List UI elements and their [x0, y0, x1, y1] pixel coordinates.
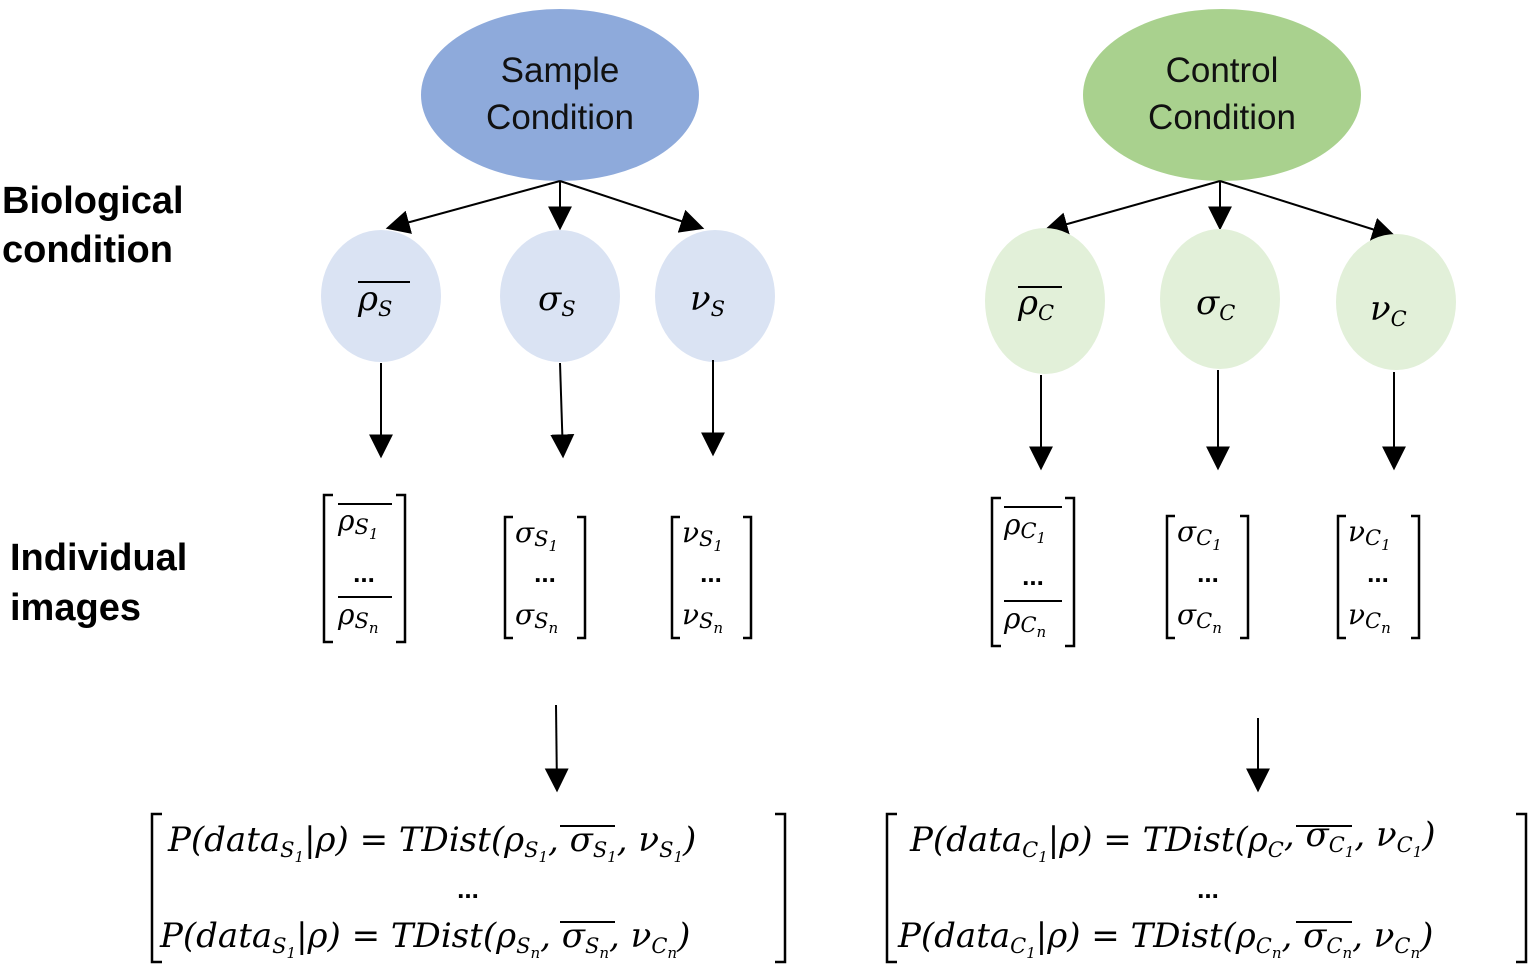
control-sigma-vec-dots: ...: [1197, 558, 1219, 588]
control-nu-label: νC: [1370, 289, 1407, 331]
control-rho-vec-last: ρCn: [1003, 602, 1046, 641]
control-sigma-vec-last: σCn: [1177, 598, 1222, 637]
row-label-images: images: [10, 587, 141, 629]
sample-rho-vec-last: ρSn: [337, 598, 379, 637]
sample-sigma-vec-last: σSn: [515, 598, 558, 637]
control-sigma-vector: σC1 ... σCn: [1165, 514, 1250, 640]
sample-rho-vector: ρS1 ... ρSn: [322, 493, 407, 644]
control-sigma-label: σC: [1196, 283, 1235, 325]
control-rho-label: ρC: [1017, 283, 1054, 325]
row-label-biological: Biological: [2, 180, 184, 222]
row-label-individual: Individual: [10, 537, 187, 579]
control-rho-vector: ρC1 ... ρCn: [990, 496, 1076, 648]
control-sigma-node: [1160, 229, 1280, 369]
sample-likelihood-row-1: P(dataS1|ρ) = TDist(ρS1, σS1, νS1): [167, 820, 696, 866]
sample-likelihood-row-2: P(dataS1|ρ) = TDist(ρSn, σSn, νCn): [159, 916, 690, 962]
control-condition-title-2: Condition: [1148, 98, 1296, 137]
sample-nu-vec-dots: ...: [700, 558, 722, 588]
sample-condition-title-1: Sample: [501, 51, 620, 90]
control-likelihood-row-2: P(dataC1|ρ) = TDist(ρCn, σCn, νCn): [897, 916, 1433, 962]
sample-rho-vec-dots: ...: [353, 558, 375, 588]
sample-sigma-vector: σS1 ... σSn: [503, 515, 587, 640]
control-likelihood-dots: ...: [1197, 874, 1219, 904]
sample-rho-label: ρS: [357, 279, 392, 321]
sample-rho-node: [321, 230, 441, 362]
control-nu-vector: νC1 ... νCn: [1336, 514, 1421, 640]
control-nu-vec-first: νC1: [1348, 515, 1391, 554]
control-likelihood-row-1: P(dataC1|ρ) = TDist(ρC, σC1, νC1): [909, 815, 1436, 866]
control-condition-node: [1083, 9, 1361, 181]
control-rho-vec-first: ρC1: [1003, 508, 1046, 547]
sample-sigma-vec-first: σS1: [515, 516, 558, 555]
sample-likelihood-matrix: P(dataS1|ρ) = TDist(ρS1, σS1, νS1) ... P…: [150, 812, 787, 964]
sample-likelihood-dots: ...: [457, 874, 479, 904]
control-rho-vec-dots: ...: [1022, 561, 1044, 591]
arrow-sample-sigma-down: [550, 362, 575, 459]
arrow-control-to-nu: [1219, 180, 1397, 241]
control-condition-title-1: Control: [1166, 51, 1279, 90]
control-rho-node: [985, 228, 1105, 374]
arrow-control-to-rho: [1043, 180, 1221, 236]
sample-nu-node: [655, 230, 775, 362]
control-nu-node: [1336, 234, 1456, 370]
sample-condition-node: [421, 9, 699, 181]
sample-nu-vec-first: νS1: [682, 516, 723, 555]
control-nu-vec-dots: ...: [1367, 558, 1389, 588]
control-nu-vec-last: νCn: [1348, 598, 1391, 637]
row-label-condition: condition: [2, 229, 173, 271]
sample-sigma-label: σS: [538, 279, 576, 321]
sample-condition-title-2: Condition: [486, 98, 634, 137]
sample-nu-vector: νS1 ... νSn: [670, 515, 753, 640]
control-sigma-vec-first: σC1: [1177, 515, 1222, 554]
arrow-sample-to-nu: [559, 180, 705, 233]
arrow-sample-to-rho: [385, 180, 561, 234]
sample-sigma-node: [500, 230, 620, 362]
sample-rho-vec-first: ρS1: [337, 504, 378, 543]
sample-nu-vec-last: νSn: [682, 598, 723, 637]
sample-sigma-vec-dots: ...: [534, 558, 556, 588]
control-likelihood-matrix: P(dataC1|ρ) = TDist(ρC, σC1, νC1) ... P(…: [885, 812, 1528, 964]
sample-nu-label: νS: [690, 279, 725, 321]
arrow-sample-to-likelihood: [544, 704, 569, 793]
